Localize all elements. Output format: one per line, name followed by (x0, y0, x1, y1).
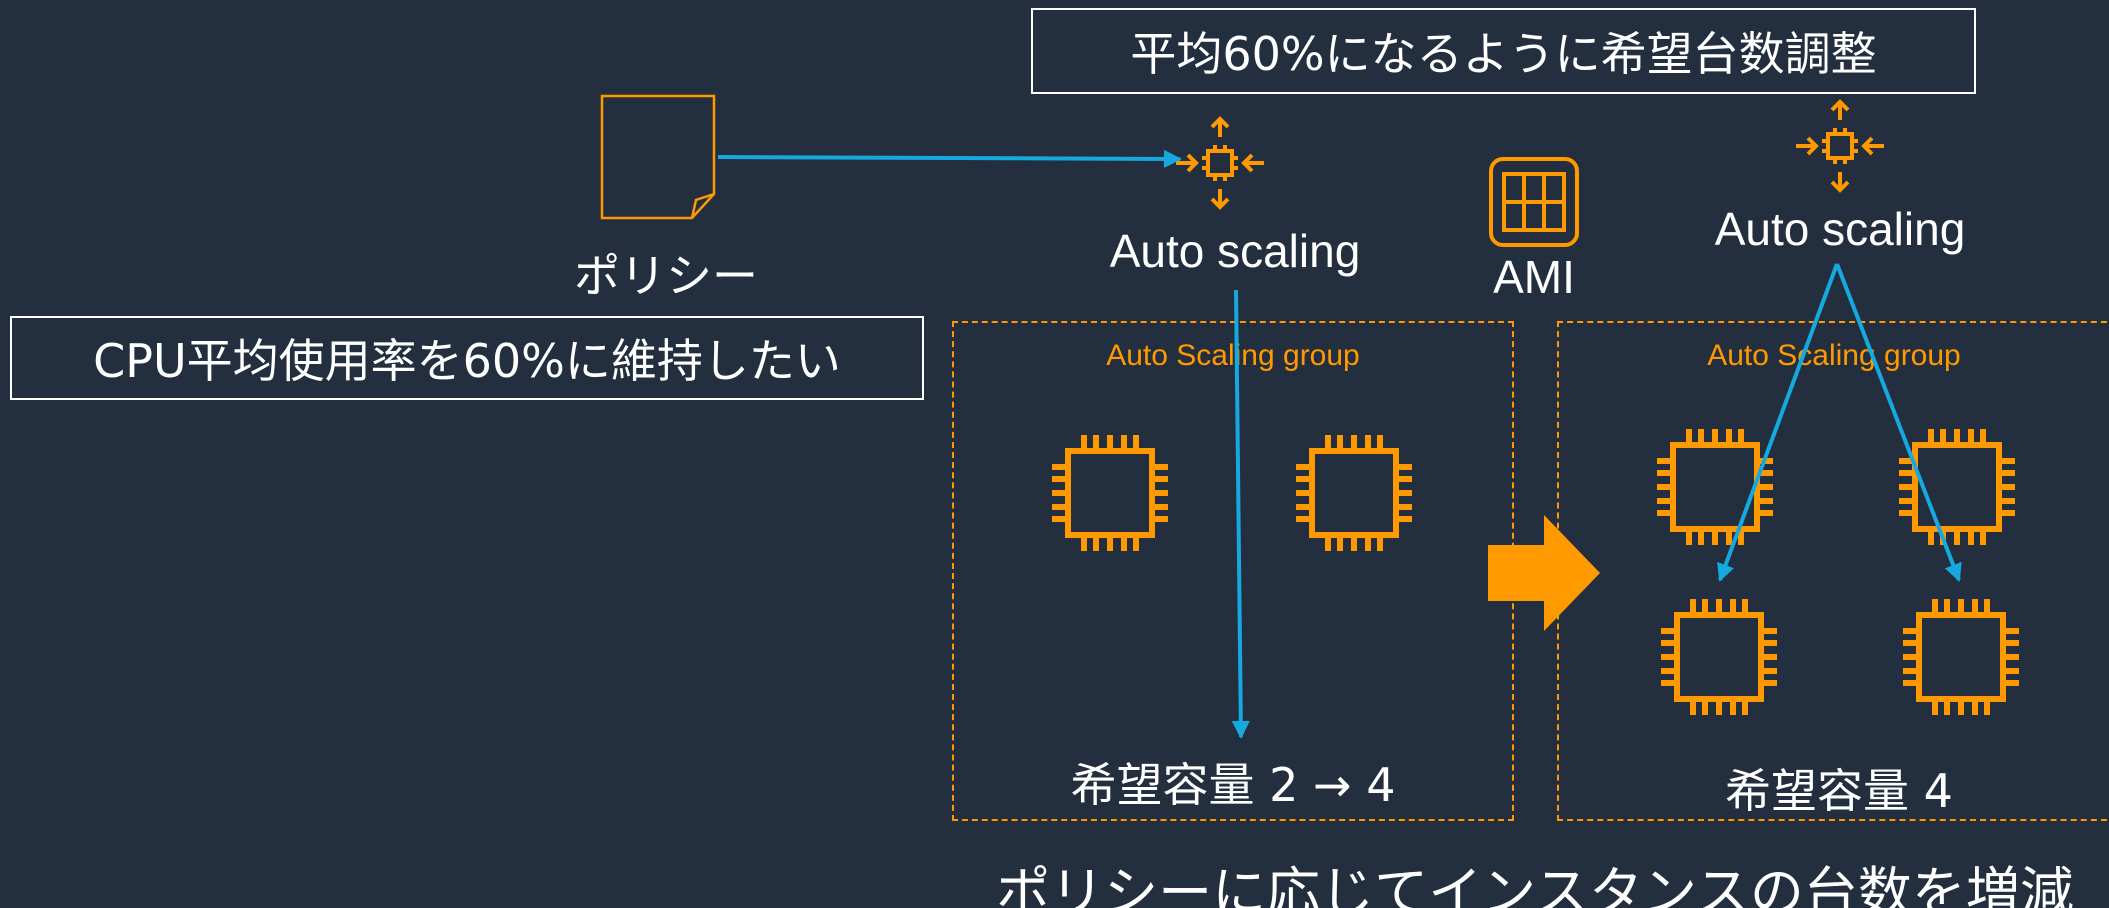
policy-label: ポリシー (574, 249, 758, 303)
policy-goal-text: CPU平均使用率を60%に維持したい (93, 334, 841, 388)
ec2-instance-icon (1040, 423, 1180, 563)
ami-icon (1489, 157, 1579, 247)
ec2-instance-icon (1887, 417, 2027, 557)
auto-scaling-group-after: Auto Scaling group 希望容量 4 (1557, 321, 2109, 821)
ec2-instance-icon (1891, 587, 2031, 727)
group-label: Auto Scaling group (1707, 339, 1961, 372)
right-arrow-icon (1488, 515, 1600, 631)
capacity-text: 希望容量 2 → 4 (1070, 758, 1396, 812)
target-banner: 平均60%になるように希望台数調整 (1031, 8, 1976, 94)
caption: ポリシーに応じてインスタンスの台数を増減 (996, 861, 2074, 908)
ec2-instance-icon (1649, 587, 1789, 727)
ami-label: AMI (1493, 251, 1575, 303)
ec2-instance-icon (1284, 423, 1424, 563)
after-autoscaling-label: Auto scaling (1714, 203, 1966, 255)
before-autoscaling-label: Auto scaling (1109, 225, 1361, 277)
capacity-text: 希望容量 4 (1725, 764, 1953, 818)
target-banner-text: 平均60%になるように希望台数調整 (1130, 27, 1877, 81)
auto-scaling-group-before: Auto Scaling group 希望容量 2 → 4 (952, 321, 1514, 821)
auto-scaling-icon (1790, 96, 1890, 196)
auto-scaling-icon (1170, 113, 1270, 213)
group-label: Auto Scaling group (1106, 339, 1360, 372)
policy-to-autoscaling-arrow (717, 149, 1182, 168)
document-icon (600, 94, 716, 220)
policy-goal-box: CPU平均使用率を60%に維持したい (10, 316, 924, 400)
ec2-instance-icon (1645, 417, 1785, 557)
